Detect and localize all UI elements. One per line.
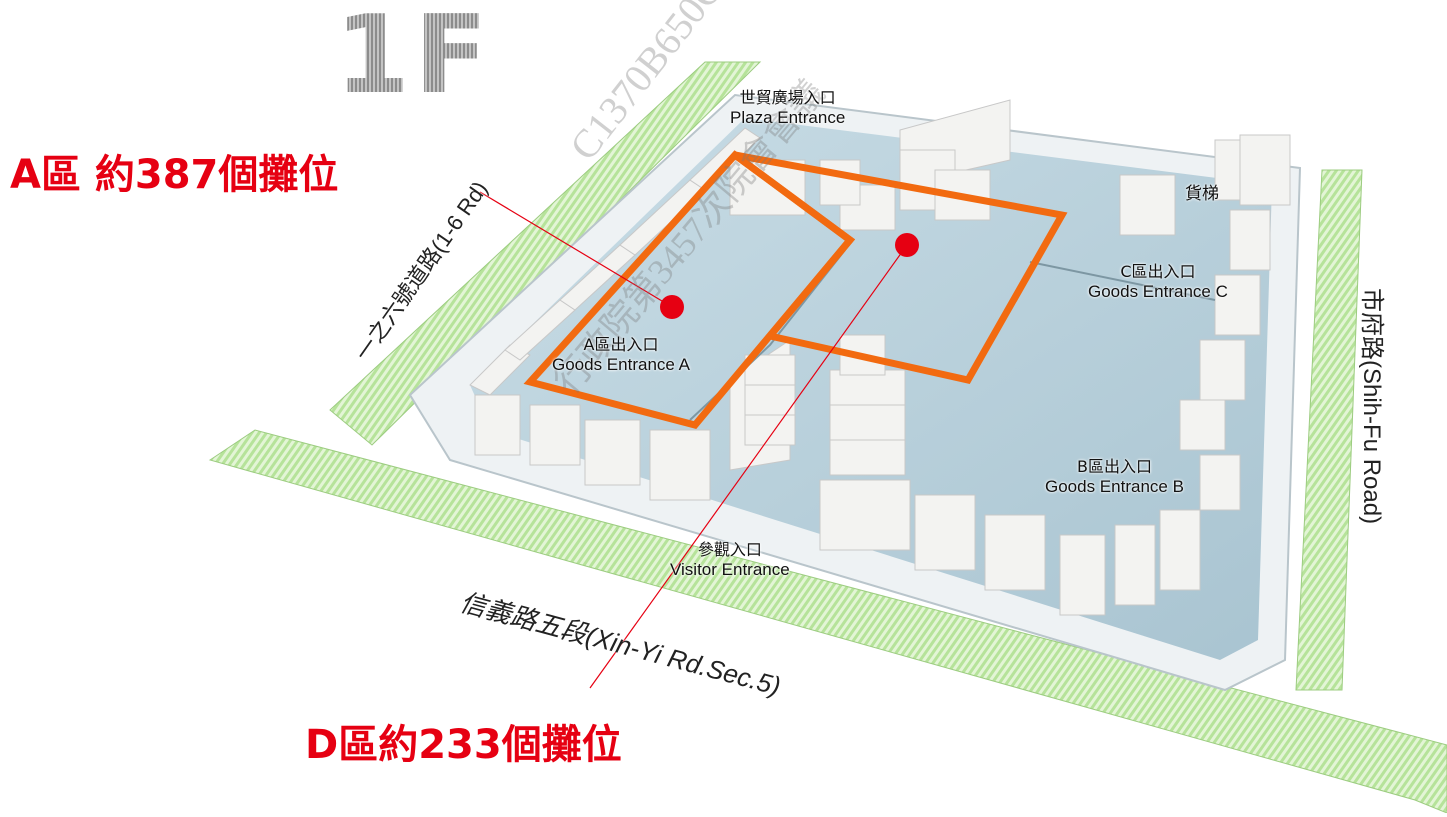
visitor-entrance-label: 參觀入口 Visitor Entrance: [670, 540, 790, 579]
walls: [469, 99, 1291, 616]
zone-a-callout: A區 約387個攤位: [10, 152, 339, 198]
zone-d-callout: D區約233個攤位: [305, 722, 622, 768]
goods-entrance-a-label: A區出入口 Goods Entrance A: [552, 335, 690, 374]
zone-a-marker: [660, 295, 684, 319]
plaza-entrance-label: 世貿廣場入口 Plaza Entrance: [730, 88, 846, 127]
road-one-six: [329, 61, 762, 446]
road-xinyi: [208, 429, 1447, 814]
zone-d-outline: [732, 151, 1068, 384]
zone-d-marker: [895, 233, 919, 257]
goods-entrance-c-label: C區出入口 Goods Entrance C: [1088, 262, 1228, 301]
zone-d-leader-line: [589, 244, 908, 689]
zone-a-leader-line: [479, 191, 673, 308]
goods-entrance-b-label: B區出入口 Goods Entrance B: [1045, 457, 1184, 496]
floor-label: 1F: [335, 0, 492, 118]
road-label-shihfu: 市府路(Shih-Fu Road): [1358, 288, 1385, 525]
road-shihfu: [1295, 169, 1363, 691]
freight-elevator-label: 貨梯: [1185, 184, 1219, 204]
